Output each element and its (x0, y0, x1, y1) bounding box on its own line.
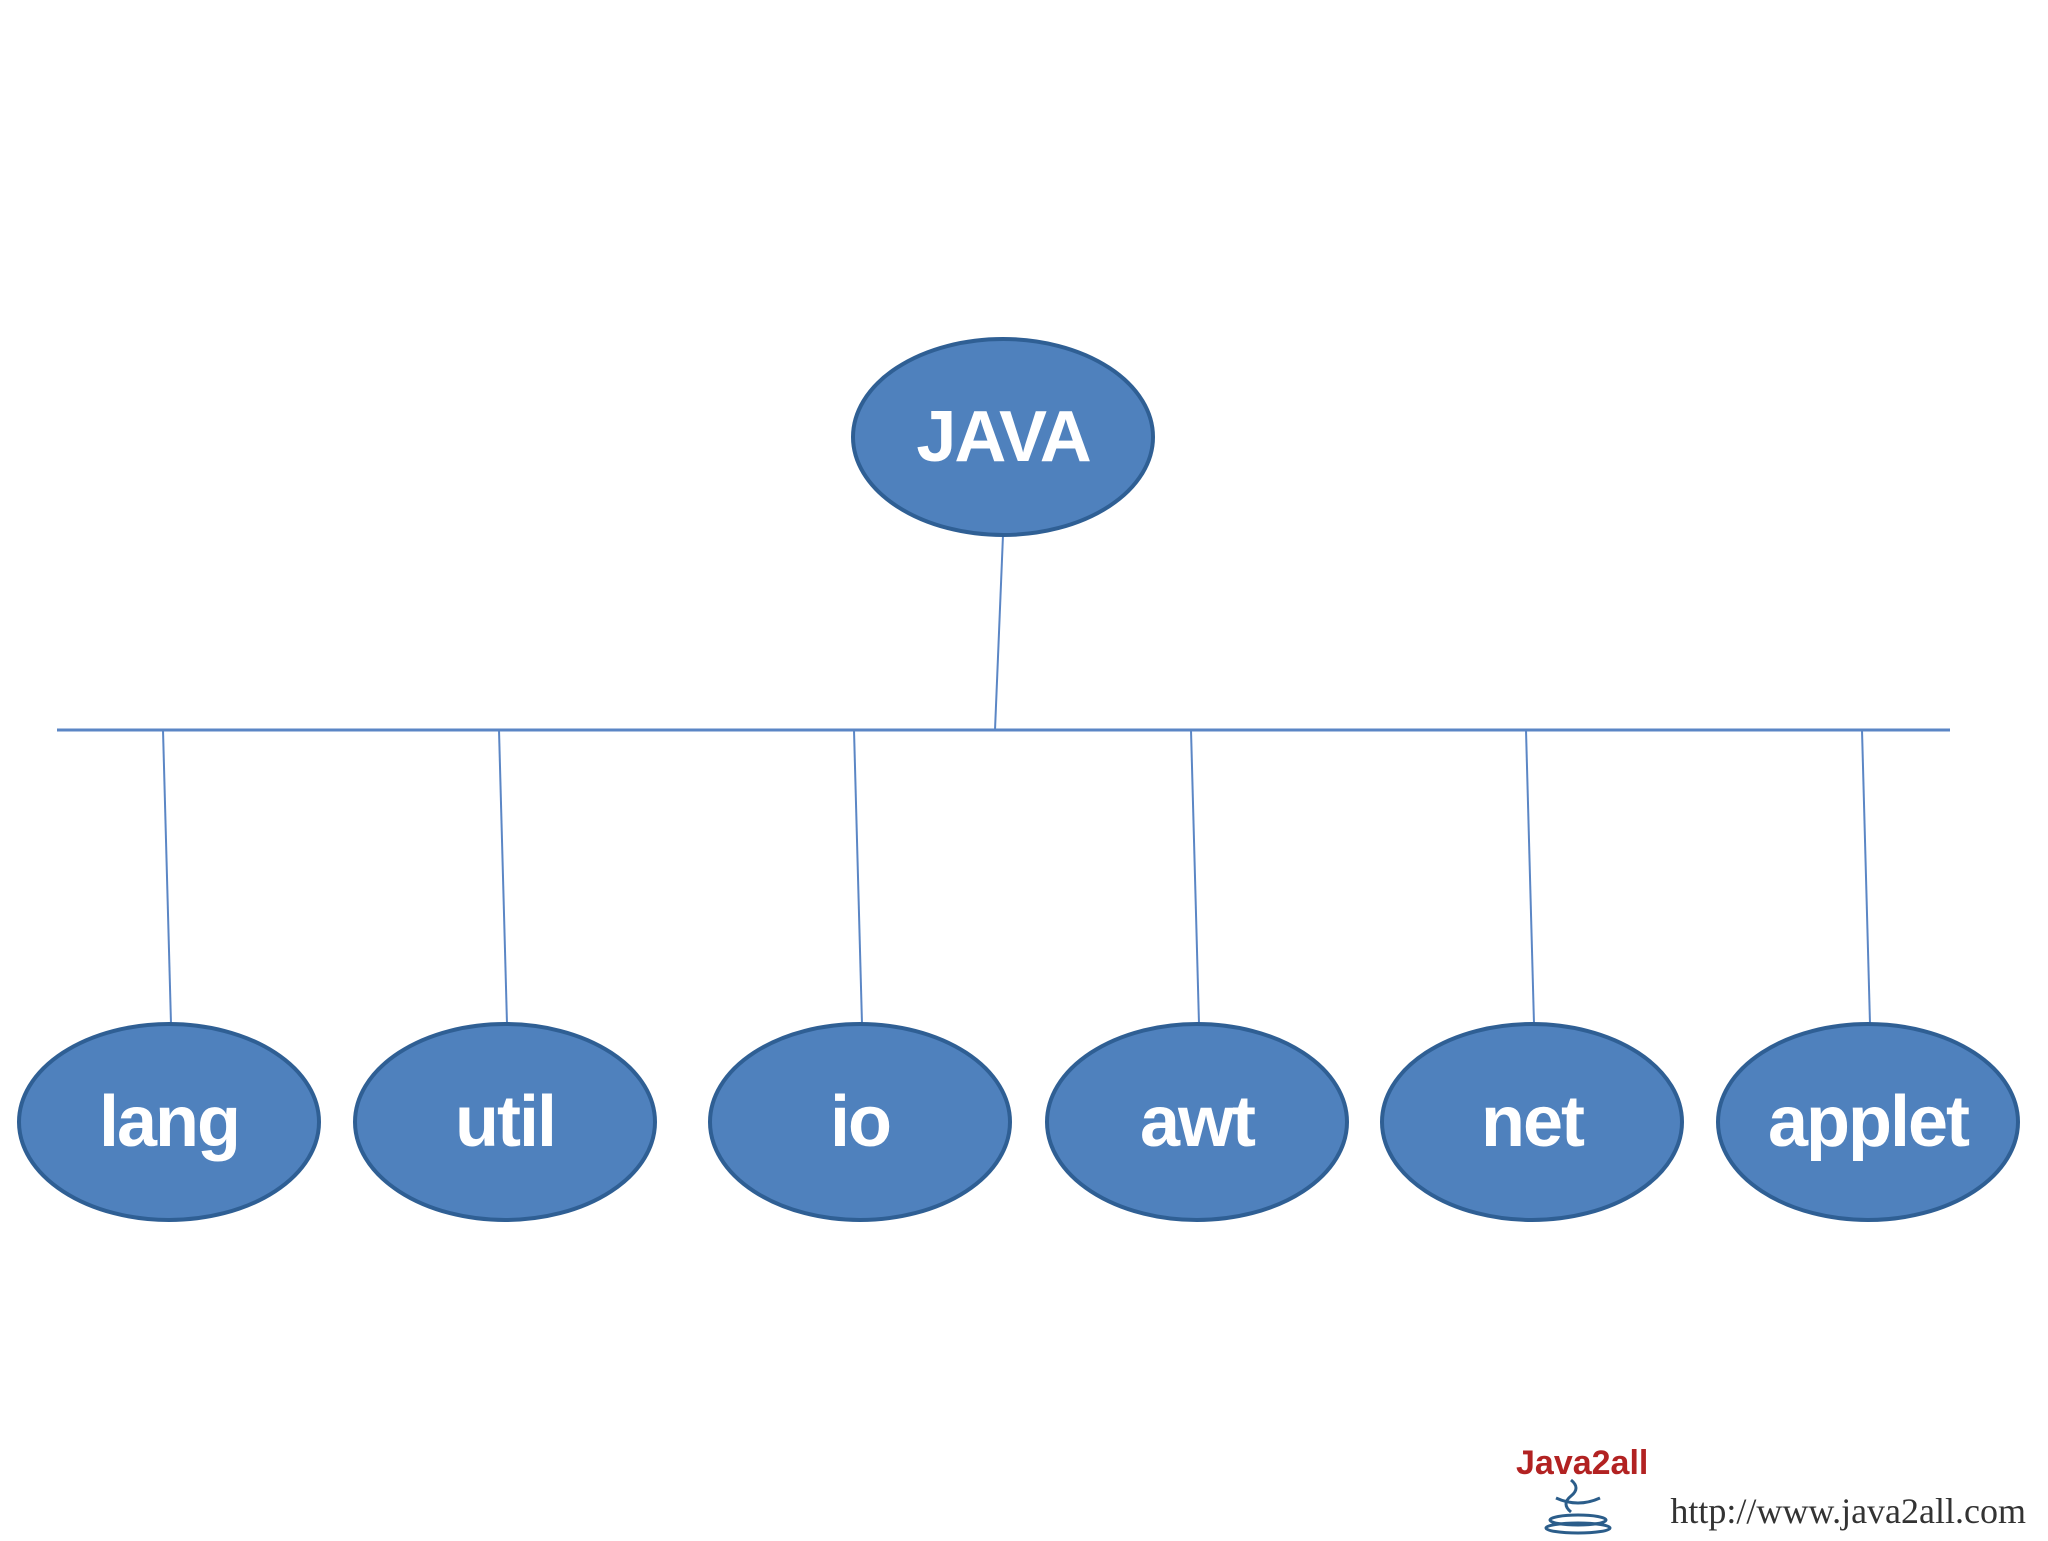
node-applet: applet (1716, 1022, 2020, 1222)
node-lang: lang (17, 1022, 321, 1222)
node-net: net (1380, 1022, 1684, 1222)
child-nodes: lang util io awt net applet (17, 1022, 2020, 1222)
footer-url: http://www.java2all.com (1670, 1491, 2026, 1531)
child-connector-awt (1190, 729, 1200, 1025)
node-label: lang (99, 1082, 239, 1162)
root-connector (994, 534, 1004, 731)
root-node: JAVA (851, 337, 1155, 537)
child-connector-util (498, 729, 508, 1025)
root-ellipse (851, 337, 1155, 537)
java2all-logo: Java2all (1516, 1436, 1648, 1536)
logo-wordmark: Java2all (1516, 1444, 1646, 1482)
node-ellipse (1045, 1022, 1349, 1222)
node-ellipse (17, 1022, 321, 1222)
node-ellipse (708, 1022, 1012, 1222)
root-label: JAVA (916, 397, 1090, 477)
java-cup-icon (1544, 1478, 1612, 1535)
node-io: io (708, 1022, 1012, 1222)
node-label: net (1481, 1082, 1585, 1162)
node-awt: awt (1045, 1022, 1349, 1222)
node-label: awt (1140, 1082, 1256, 1162)
node-ellipse (1716, 1022, 2020, 1222)
child-connector-lang (162, 729, 172, 1025)
node-label: util (455, 1082, 555, 1162)
child-connector-io (853, 729, 863, 1025)
node-util: util (353, 1022, 657, 1222)
node-ellipse (1380, 1022, 1684, 1222)
connector-lines (57, 534, 1950, 1025)
node-ellipse (353, 1022, 657, 1222)
child-connector-applet (1861, 729, 1871, 1025)
child-connector-net (1525, 729, 1535, 1025)
node-label: io (830, 1082, 890, 1162)
node-label: applet (1768, 1082, 1970, 1162)
